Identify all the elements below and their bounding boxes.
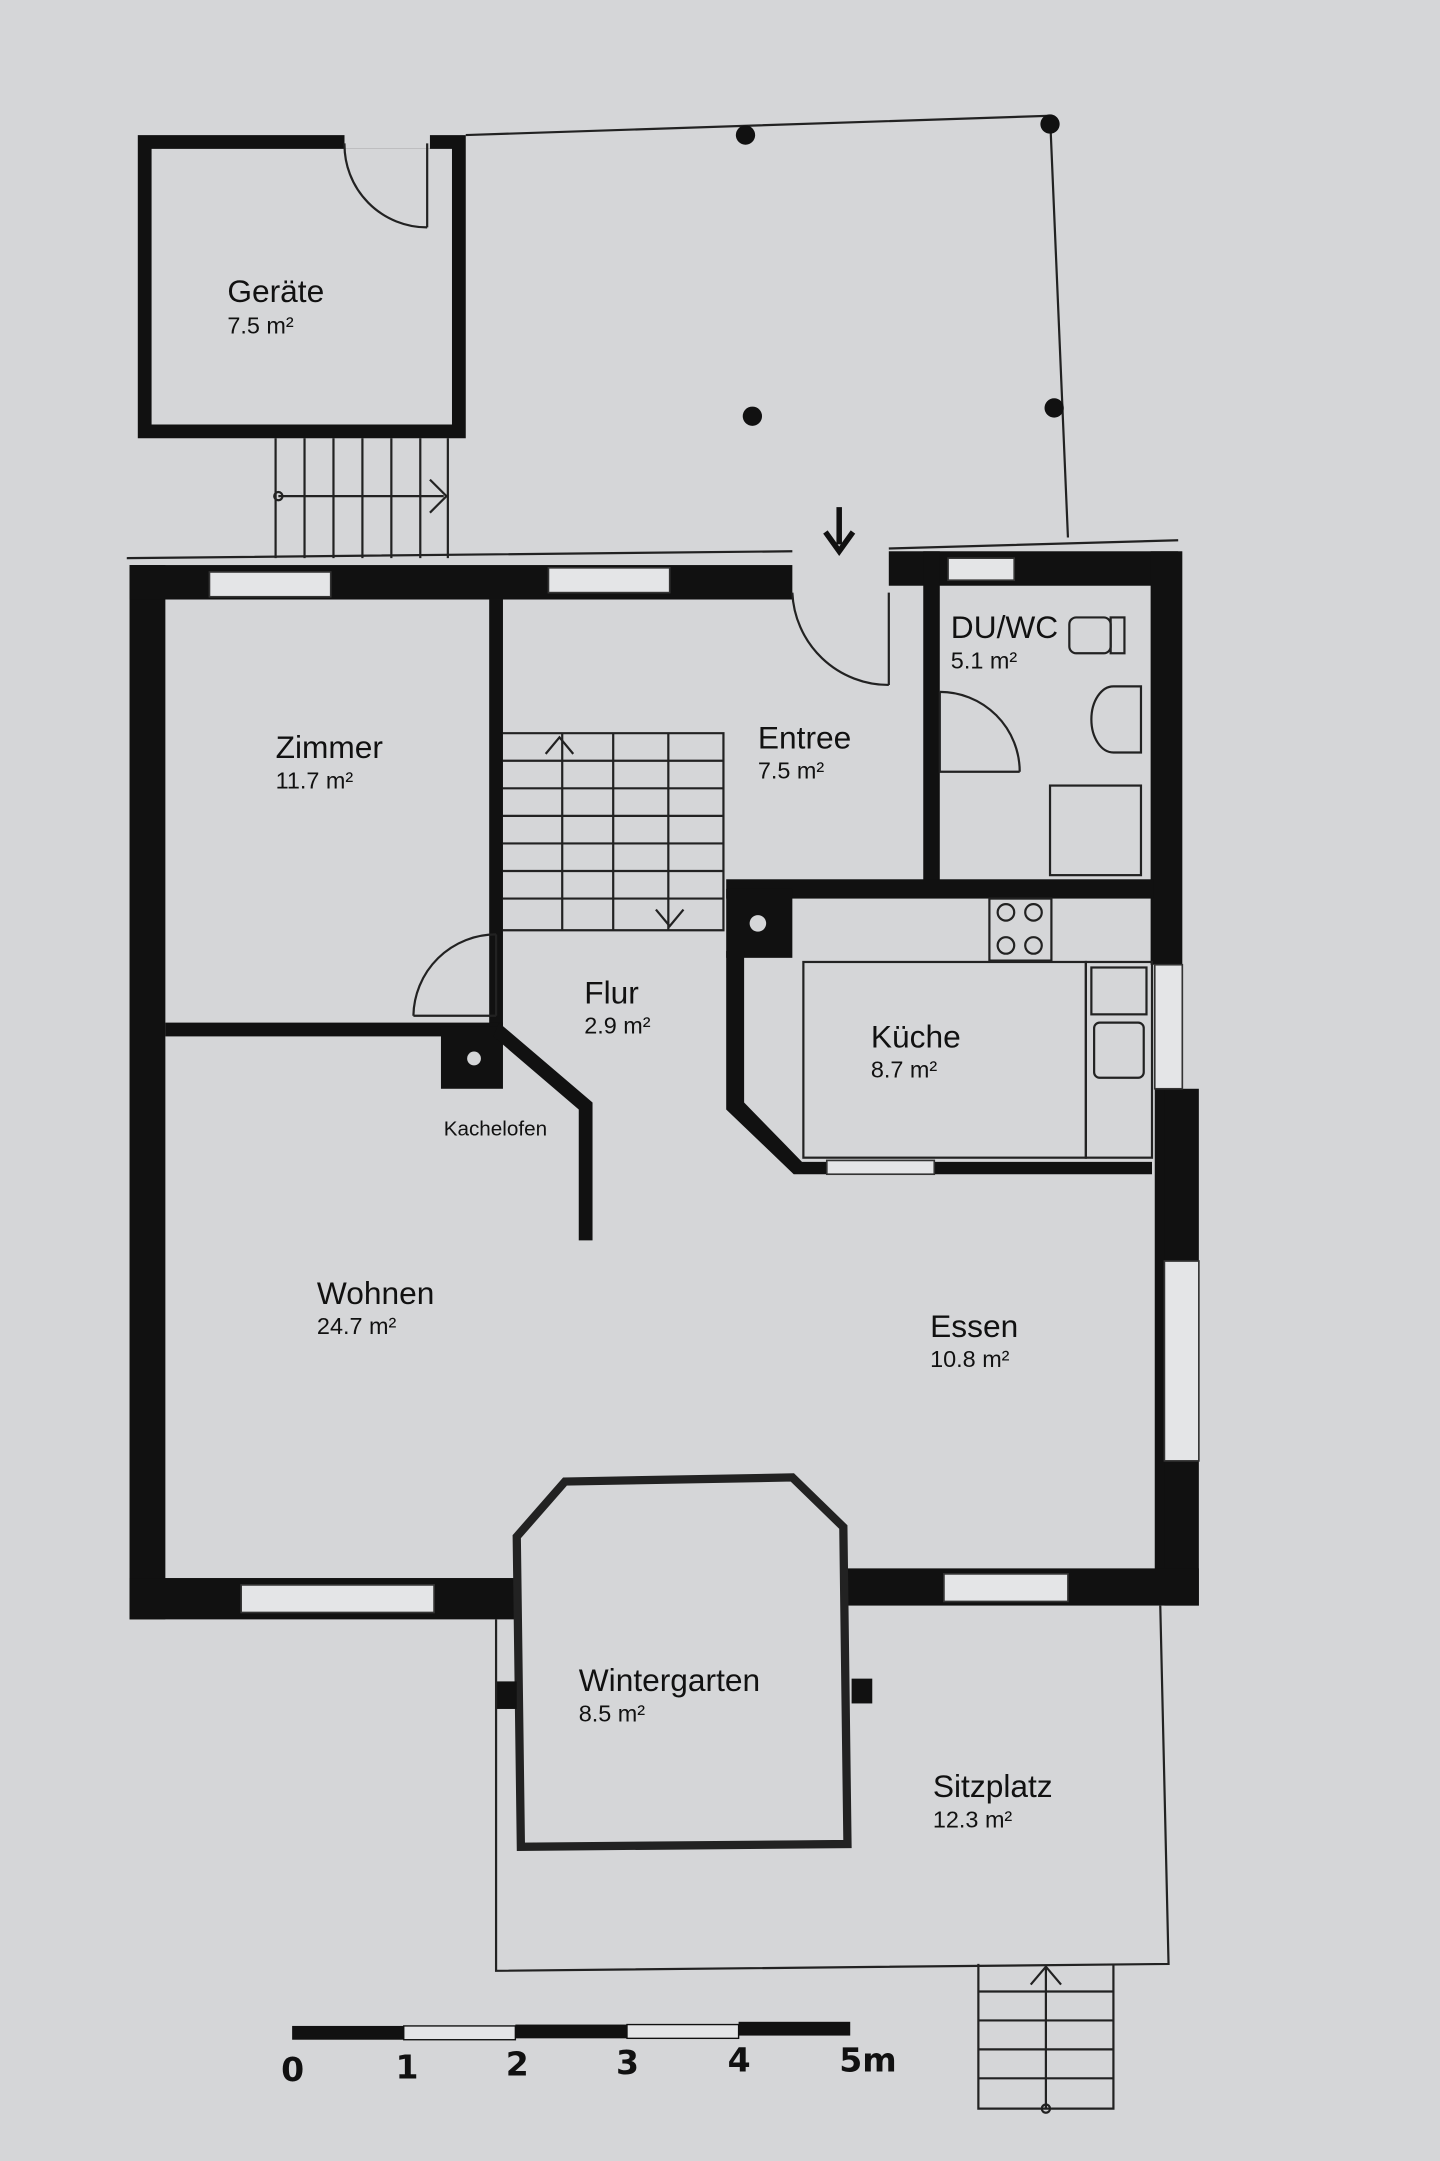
stove-label: Kachelofen xyxy=(444,1118,547,1141)
shed-stairs xyxy=(273,438,449,559)
post xyxy=(742,406,763,426)
room-area: 11.7 m² xyxy=(276,767,354,793)
patio-stairs xyxy=(977,1963,1115,2114)
room-area: 24.7 m² xyxy=(317,1313,397,1339)
room-name: Essen xyxy=(930,1308,1018,1344)
entrance-arrow-icon xyxy=(823,507,856,557)
scale-bar: 0 1 2 3 4 5m xyxy=(281,2021,897,2089)
fixtures xyxy=(802,616,1154,1159)
room-area: 7.5 m² xyxy=(227,313,294,339)
post xyxy=(735,125,756,145)
room-name: Wohnen xyxy=(317,1275,434,1311)
wintergarten-outline xyxy=(512,1473,852,1851)
scale-tick: 5m xyxy=(839,2040,896,2079)
interior-stairs xyxy=(502,732,725,932)
room-name: Geräte xyxy=(227,273,324,309)
terrace xyxy=(465,114,1070,538)
room-area: 2.9 m² xyxy=(584,1013,651,1039)
room-name: Zimmer xyxy=(276,729,384,765)
scale-tick: 2 xyxy=(506,2045,529,2084)
doors xyxy=(412,592,1021,1017)
scale-tick: 4 xyxy=(728,2040,751,2079)
shed xyxy=(137,132,466,439)
scale-tick: 1 xyxy=(395,2047,418,2086)
windows xyxy=(208,557,1200,1614)
room-name: Küche xyxy=(871,1018,961,1054)
room-labels: Geräte 7.5 m² Zimmer 11.7 m² Entree 7.5 … xyxy=(227,273,1058,1833)
room-area: 5.1 m² xyxy=(951,647,1018,673)
room-area: 10.8 m² xyxy=(930,1346,1010,1372)
room-area: 12.3 m² xyxy=(933,1806,1013,1832)
post xyxy=(1040,114,1060,134)
room-name: DU/WC xyxy=(951,609,1058,645)
room-area: 8.7 m² xyxy=(871,1057,938,1083)
room-name: Entree xyxy=(758,719,851,755)
scale-tick: 3 xyxy=(616,2043,639,2082)
room-area: 8.5 m² xyxy=(579,1700,646,1726)
scale-tick: 0 xyxy=(281,2050,304,2089)
room-name: Flur xyxy=(584,974,639,1010)
room-area: 7.5 m² xyxy=(758,758,825,784)
walls xyxy=(129,551,1199,1620)
room-name: Sitzplatz xyxy=(933,1768,1053,1804)
room-name: Wintergarten xyxy=(579,1662,760,1698)
post xyxy=(1044,398,1064,418)
